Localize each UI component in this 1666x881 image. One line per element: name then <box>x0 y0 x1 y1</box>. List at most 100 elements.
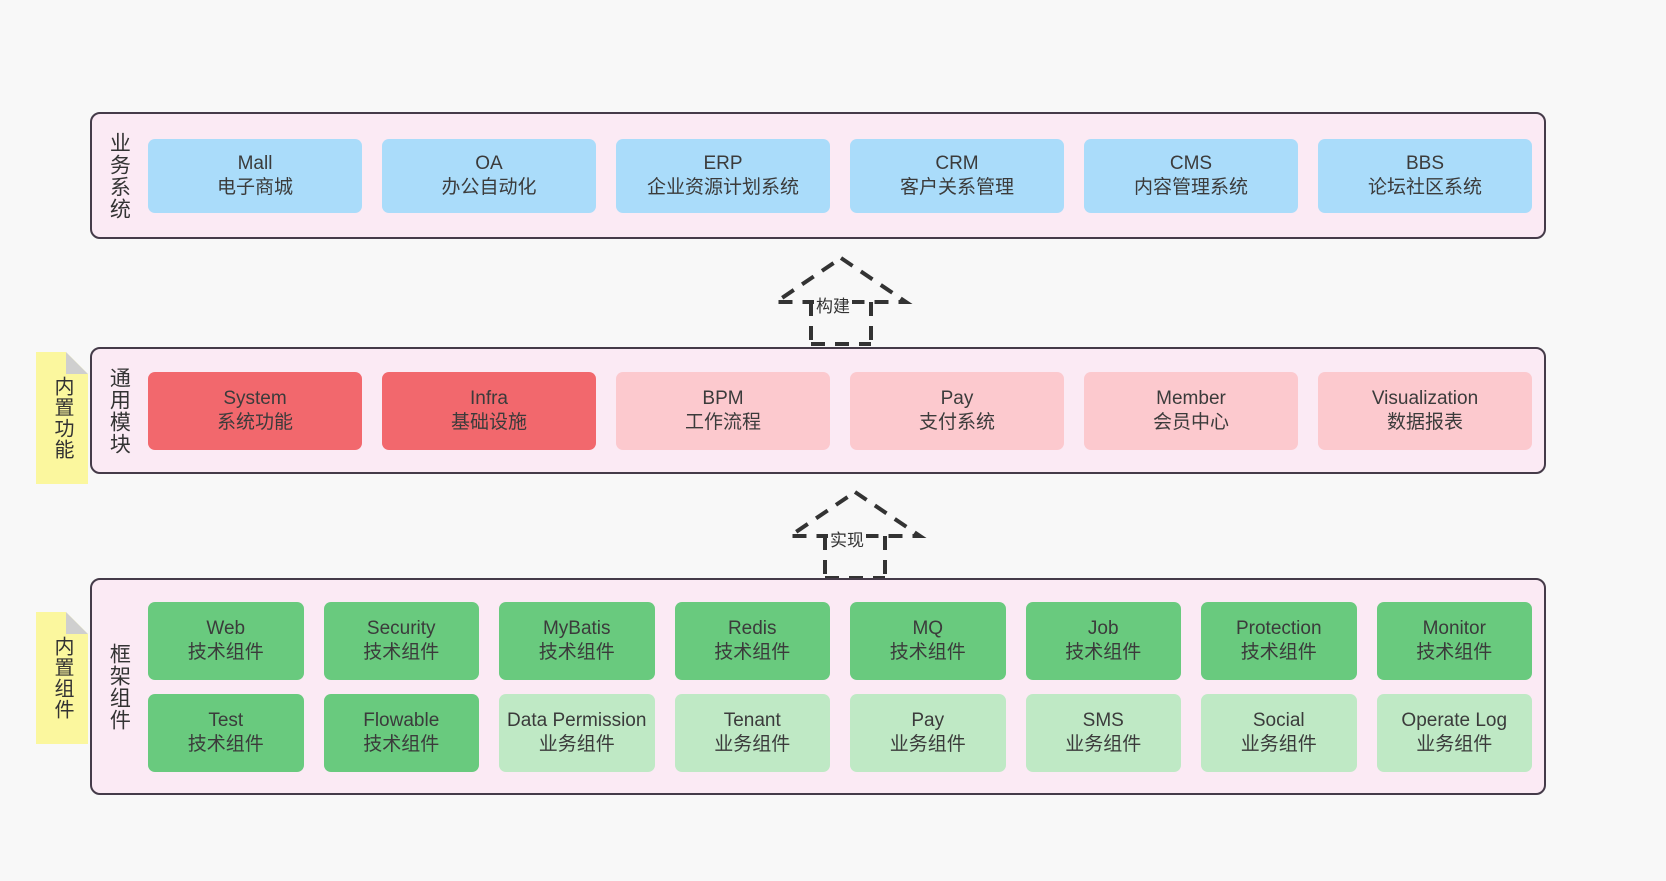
note-builtin-component-text: 内置组件 <box>51 636 73 720</box>
box-social[interactable]: Social 业务组件 <box>1201 693 1357 772</box>
box-visualization-desc: 数据报表 <box>1386 411 1463 433</box>
box-operate-log-name: Operate Log <box>1401 709 1508 731</box>
box-mybatis-desc: 技术组件 <box>538 641 615 663</box>
box-mybatis-name: MyBatis <box>542 617 611 639</box>
box-sms-name: SMS <box>1082 709 1124 731</box>
box-bbs[interactable]: BBS 论坛社区系统 <box>1318 138 1532 213</box>
box-system-name: System <box>223 387 287 409</box>
box-operate-log-desc: 业务组件 <box>1416 733 1493 755</box>
box-job[interactable]: Job 技术组件 <box>1025 601 1181 680</box>
layer-business-systems: 业务系统 Mall 电子商城 OA 办公自动化 ERP 企业资源计划系统 CRM… <box>90 112 1546 239</box>
box-pay-component[interactable]: Pay 业务组件 <box>850 693 1006 772</box>
box-bbs-name: BBS <box>1405 152 1445 174</box>
box-flowable[interactable]: Flowable 技术组件 <box>323 693 479 772</box>
box-monitor-desc: 技术组件 <box>1416 641 1493 663</box>
box-mq-name: MQ <box>912 617 944 639</box>
box-web-name: Web <box>206 617 246 639</box>
box-pay-component-name: Pay <box>911 709 945 731</box>
box-redis[interactable]: Redis 技术组件 <box>674 601 830 680</box>
box-member[interactable]: Member 会员中心 <box>1084 371 1298 450</box>
box-member-name: Member <box>1156 387 1226 409</box>
box-web[interactable]: Web 技术组件 <box>148 601 304 680</box>
note-builtin-component: 内置组件 <box>36 612 88 744</box>
layer-body-business-systems: Mall 电子商城 OA 办公自动化 ERP 企业资源计划系统 CRM 客户关系… <box>144 114 1544 237</box>
box-visualization-name: Visualization <box>1371 387 1479 409</box>
framework-components-row-2: Test 技术组件 Flowable 技术组件 Data Permission … <box>148 693 1532 772</box>
box-operate-log[interactable]: Operate Log 业务组件 <box>1376 693 1532 772</box>
box-cms[interactable]: CMS 内容管理系统 <box>1084 138 1298 213</box>
layer-body-framework-components: Web 技术组件 Security 技术组件 MyBatis 技术组件 Redi… <box>144 580 1544 793</box>
box-mall[interactable]: Mall 电子商城 <box>148 138 362 213</box>
box-social-name: Social <box>1252 709 1305 731</box>
box-monitor[interactable]: Monitor 技术组件 <box>1376 601 1532 680</box>
box-pay-module-name: Pay <box>940 387 974 409</box>
common-modules-row: System 系统功能 Infra 基础设施 BPM 工作流程 Pay 支付系统… <box>148 371 1532 450</box>
layer-body-common-modules: System 系统功能 Infra 基础设施 BPM 工作流程 Pay 支付系统… <box>144 349 1544 472</box>
box-data-permission-desc: 业务组件 <box>538 733 615 755</box>
box-bbs-desc: 论坛社区系统 <box>1367 176 1482 198</box>
note-builtin-function-text: 内置功能 <box>51 376 73 460</box>
arrow-implement: 实现 <box>770 489 940 580</box>
box-infra-name: Infra <box>469 387 509 409</box>
box-protection-desc: 技术组件 <box>1240 641 1317 663</box>
box-redis-name: Redis <box>727 617 777 639</box>
box-job-name: Job <box>1087 617 1119 639</box>
arrow-build: 构建 <box>756 255 926 346</box>
box-protection-name: Protection <box>1235 617 1322 639</box>
layer-title-business-systems: 业务系统 <box>107 131 131 220</box>
box-job-desc: 技术组件 <box>1065 641 1142 663</box>
box-bpm-name: BPM <box>702 387 744 409</box>
box-social-desc: 业务组件 <box>1240 733 1317 755</box>
box-sms[interactable]: SMS 业务组件 <box>1025 693 1181 772</box>
box-system[interactable]: System 系统功能 <box>148 371 362 450</box>
box-system-desc: 系统功能 <box>216 411 293 433</box>
box-erp[interactable]: ERP 企业资源计划系统 <box>616 138 830 213</box>
box-protection[interactable]: Protection 技术组件 <box>1201 601 1357 680</box>
box-security[interactable]: Security 技术组件 <box>323 601 479 680</box>
box-oa-desc: 办公自动化 <box>441 176 537 198</box>
box-infra[interactable]: Infra 基础设施 <box>382 371 596 450</box>
layer-common-modules: 通用模块 System 系统功能 Infra 基础设施 BPM 工作流程 Pay… <box>90 347 1546 474</box>
arrow-build-head <box>769 255 913 304</box>
box-cms-desc: 内容管理系统 <box>1133 176 1248 198</box>
box-infra-desc: 基础设施 <box>450 411 527 433</box>
box-pay-module[interactable]: Pay 支付系统 <box>850 371 1064 450</box>
box-tenant-desc: 业务组件 <box>714 733 791 755</box>
box-mall-desc: 电子商城 <box>216 176 293 198</box>
box-tenant-name: Tenant <box>723 709 781 731</box>
arrow-build-label: 构建 <box>814 292 852 317</box>
box-erp-desc: 企业资源计划系统 <box>646 176 799 198</box>
framework-components-row-1: Web 技术组件 Security 技术组件 MyBatis 技术组件 Redi… <box>148 601 1532 680</box>
note-builtin-function: 内置功能 <box>36 352 88 484</box>
box-oa-name: OA <box>475 152 503 174</box>
box-web-desc: 技术组件 <box>187 641 264 663</box>
box-pay-module-desc: 支付系统 <box>918 411 995 433</box>
box-erp-name: ERP <box>703 152 743 174</box>
box-bpm-desc: 工作流程 <box>684 411 761 433</box>
box-test-desc: 技术组件 <box>187 733 264 755</box>
box-mq[interactable]: MQ 技术组件 <box>850 601 1006 680</box>
box-bpm[interactable]: BPM 工作流程 <box>616 371 830 450</box>
box-test[interactable]: Test 技术组件 <box>148 693 304 772</box>
box-tenant[interactable]: Tenant 业务组件 <box>674 693 830 772</box>
arrow-build-shaft <box>809 302 873 346</box>
box-cms-name: CMS <box>1169 152 1213 174</box>
box-flowable-desc: 技术组件 <box>363 733 440 755</box>
box-oa[interactable]: OA 办公自动化 <box>382 138 596 213</box>
box-crm-name: CRM <box>935 152 979 174</box>
box-mq-desc: 技术组件 <box>889 641 966 663</box>
box-visualization[interactable]: Visualization 数据报表 <box>1318 371 1532 450</box>
box-flowable-name: Flowable <box>363 709 440 731</box>
layer-title-common-modules: 通用模块 <box>107 366 131 455</box>
layer-framework-components: 框架组件 Web 技术组件 Security 技术组件 MyBatis 技术组件… <box>90 578 1546 795</box>
arrow-implement-head <box>783 489 927 538</box>
box-member-desc: 会员中心 <box>1152 411 1229 433</box>
box-mall-name: Mall <box>237 152 273 174</box>
arrow-implement-label: 实现 <box>828 526 866 551</box>
box-crm[interactable]: CRM 客户关系管理 <box>850 138 1064 213</box>
box-test-name: Test <box>208 709 244 731</box>
box-data-permission[interactable]: Data Permission 业务组件 <box>499 693 655 772</box>
box-security-name: Security <box>366 617 436 639</box>
box-mybatis[interactable]: MyBatis 技术组件 <box>499 601 655 680</box>
